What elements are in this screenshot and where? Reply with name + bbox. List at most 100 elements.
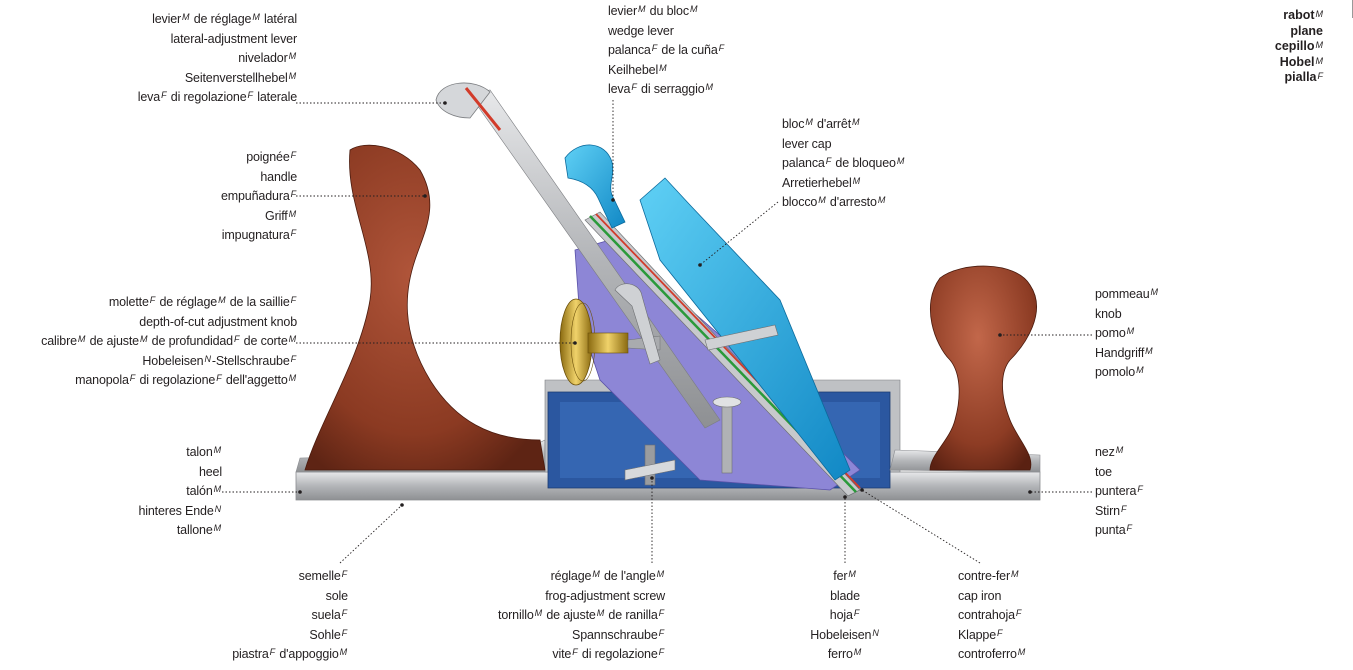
handle-shape (305, 145, 545, 470)
gender-marker: F (342, 628, 347, 638)
term-line: punteraF (1095, 482, 1144, 502)
gender-marker: F (291, 354, 296, 364)
gender-marker: F (130, 373, 135, 383)
gender-marker: M (214, 523, 221, 533)
gender-marker: F (150, 295, 155, 305)
term-line: StirnF (1095, 502, 1144, 522)
gender-marker: F (659, 647, 664, 657)
term-line: ArretierhebelM (782, 174, 905, 194)
gender-marker: F (826, 156, 831, 166)
gender-marker: F (291, 150, 296, 160)
term-line: knob (1095, 305, 1159, 325)
gender-marker: F (854, 608, 859, 618)
gender-marker: F (342, 569, 347, 579)
label-frog-screw: réglageM de l'angleMfrog-adjustment scre… (498, 567, 665, 665)
gender-marker: F (291, 228, 296, 238)
gender-marker: F (248, 90, 253, 100)
gender-marker: M (289, 373, 296, 383)
gender-marker: M (852, 117, 859, 127)
term-line: GriffM (221, 207, 297, 227)
term-line: sole (232, 587, 348, 607)
term-line: empuñaduraF (221, 187, 297, 207)
term-line: levierM de réglageM latéral (138, 10, 297, 30)
gender-marker: M (659, 63, 666, 73)
gender-marker: F (652, 43, 657, 53)
term-line: moletteF de réglageM de la saillieF (41, 293, 297, 313)
term-line: levaF di regolazioneF laterale (138, 88, 297, 108)
term-line: poignéeF (221, 148, 297, 168)
term-line: HobeleisenN (770, 626, 920, 646)
term-line: palancaF de bloqueoM (782, 154, 905, 174)
term-line: ferM (770, 567, 920, 587)
term-line: tornilloM de ajusteM de ranillaF (498, 606, 665, 626)
term-line: réglageM de l'angleM (498, 567, 665, 587)
term-line: lever cap (782, 135, 905, 155)
gender-marker: M (1151, 287, 1158, 297)
gender-marker: M (1145, 346, 1152, 356)
term-line: hojaF (770, 606, 920, 626)
term-line: contrahojaF (958, 606, 1026, 626)
gender-marker: F (631, 82, 636, 92)
term-line: semelleF (232, 567, 348, 587)
knob-shape (930, 266, 1037, 470)
term-line: levierM du blocM (608, 2, 725, 22)
gender-marker: M (218, 295, 225, 305)
term-line: HandgriffM (1095, 344, 1159, 364)
gender-marker: F (216, 373, 221, 383)
gender-marker: F (1137, 484, 1142, 494)
term-line: piastraF d'appoggioM (232, 645, 348, 665)
term-line: depth-of-cut adjustment knob (41, 313, 297, 333)
gender-marker: M (182, 12, 189, 22)
label-blade: ferMbladehojaFHobeleisenNferroM (770, 567, 920, 665)
gender-marker: M (289, 51, 296, 61)
gender-marker: F (270, 647, 275, 657)
term-line: cap iron (958, 587, 1026, 607)
term-line: SohleF (232, 626, 348, 646)
gender-marker: M (854, 647, 861, 657)
term-line: handle (221, 168, 297, 188)
term-line: hinteres EndeN (138, 502, 222, 522)
term-line: wedge lever (608, 22, 725, 42)
gender-marker: M (706, 82, 713, 92)
gender-marker: M (252, 12, 259, 22)
gender-marker: M (638, 4, 645, 14)
term-line: lateral-adjustment lever (138, 30, 297, 50)
gender-marker: M (78, 334, 85, 344)
gender-marker: M (853, 176, 860, 186)
gender-marker: M (818, 195, 825, 205)
gender-marker: M (1011, 569, 1018, 579)
term-line: viteF di regolazioneF (498, 645, 665, 665)
term-line: HobeleisenN-StellschraubeF (41, 352, 297, 372)
term-line: frog-adjustment screw (498, 587, 665, 607)
gender-marker: F (659, 628, 664, 638)
term-line: niveladorM (138, 49, 297, 69)
term-line: contre-ferM (958, 567, 1026, 587)
gender-marker: N (204, 354, 210, 364)
term-line: toe (1095, 463, 1144, 483)
label-knob: pommeauMknobpomoMHandgriffMpomoloM (1095, 285, 1159, 383)
gender-marker: F (161, 90, 166, 100)
term-line: talloneM (138, 521, 222, 541)
gender-marker: M (289, 334, 296, 344)
gender-marker: M (657, 569, 664, 579)
leader-cap-iron (862, 490, 980, 563)
gender-marker: F (234, 334, 239, 344)
gender-marker: F (1127, 523, 1132, 533)
gender-marker: M (690, 4, 697, 14)
gender-marker: M (340, 647, 347, 657)
gender-marker: M (140, 334, 147, 344)
term-line: SeitenverstellhebelM (138, 69, 297, 89)
term-line: impugnaturaF (221, 226, 297, 246)
gender-marker: F (342, 608, 347, 618)
term-line: pommeauM (1095, 285, 1159, 305)
gender-marker: M (878, 195, 885, 205)
term-line: levaF di serraggioM (608, 80, 725, 100)
gender-marker: M (848, 569, 855, 579)
gender-marker: M (214, 484, 221, 494)
gender-marker: M (1136, 365, 1143, 375)
leader-sole (340, 505, 402, 563)
gender-marker: M (289, 209, 296, 219)
gender-marker: F (1016, 608, 1021, 618)
